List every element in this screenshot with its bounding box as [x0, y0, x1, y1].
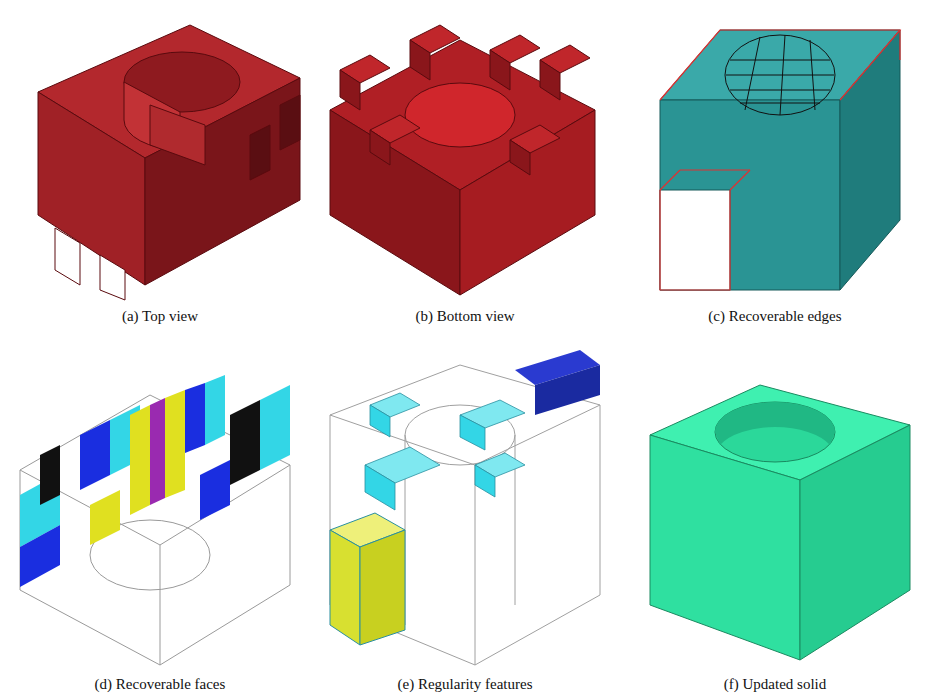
panel-caption: (a) Top view: [122, 308, 198, 325]
recoverable-faces-wireframe: [20, 375, 290, 665]
panel-caption: (b) Bottom view: [415, 308, 514, 325]
top-view-solid: [38, 25, 300, 300]
regularity-features-wireframe: [330, 350, 600, 665]
recoverable-edges-solid: [660, 30, 900, 290]
bottom-view-solid: [330, 25, 595, 295]
panel-caption: (f) Updated solid: [724, 676, 826, 693]
panel-caption: (d) Recoverable faces: [95, 676, 226, 693]
panel-caption: (e) Regularity features: [398, 676, 533, 693]
panel-caption: (c) Recoverable edges: [708, 308, 841, 325]
updated-solid: [650, 385, 910, 660]
